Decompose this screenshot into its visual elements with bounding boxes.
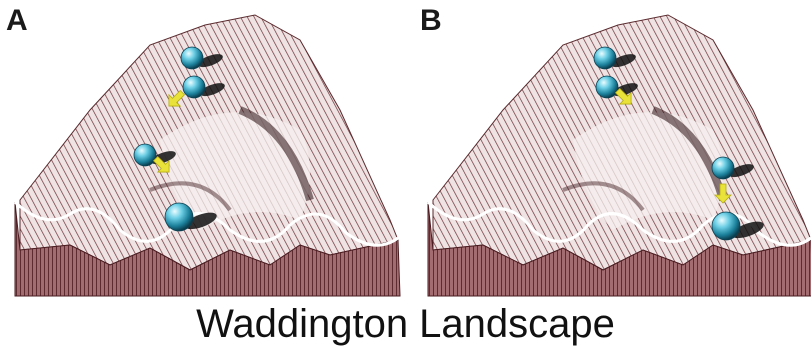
diagram-caption: Waddington Landscape xyxy=(0,300,811,348)
cell-ball xyxy=(134,144,156,166)
cell-ball xyxy=(594,47,616,69)
cell-ball xyxy=(181,47,203,69)
cell-ball xyxy=(712,157,734,179)
cell-ball xyxy=(596,76,618,98)
cell-ball xyxy=(183,76,205,98)
cell-ball xyxy=(165,203,193,231)
cell-ball xyxy=(712,212,740,240)
balls-overlay xyxy=(0,0,811,300)
arrow-icon xyxy=(715,184,731,203)
